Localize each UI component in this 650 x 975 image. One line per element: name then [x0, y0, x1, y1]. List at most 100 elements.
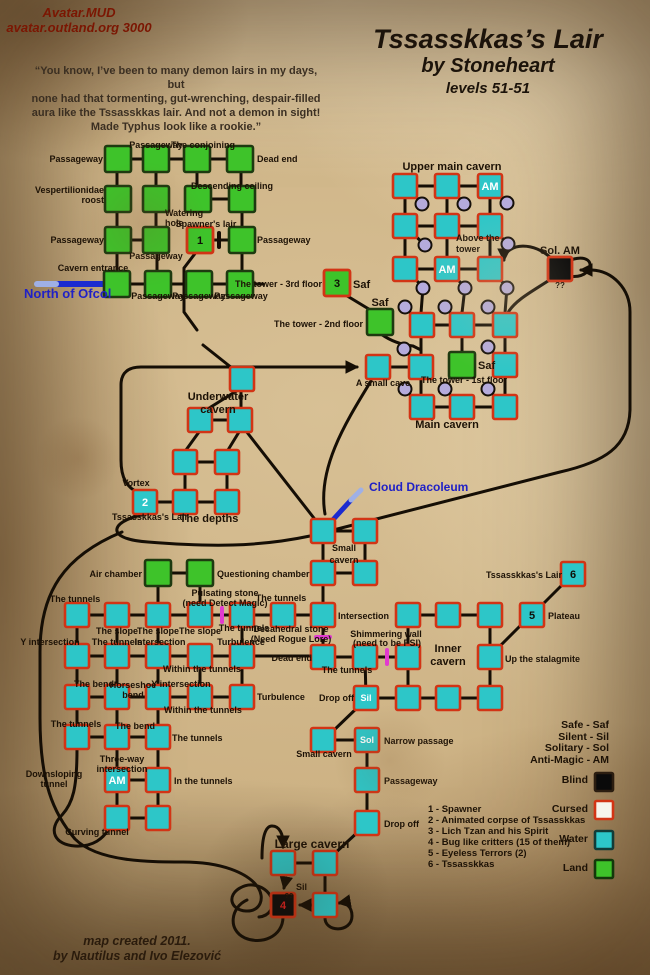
map-title-block: Tssasskkas’s Lair by Stoneheart levels 5… [330, 24, 646, 98]
title-author: by Stoneheart [421, 55, 555, 77]
room-node-water [448, 311, 476, 339]
room-node-land [184, 269, 214, 299]
updown-circle [417, 237, 433, 253]
room-node-water [144, 601, 172, 629]
land-swatch [593, 858, 615, 880]
room-node-blind [269, 891, 297, 919]
map-label: 4 - Bug like critters (15 of them) [428, 837, 570, 848]
one-way-blue-path [348, 487, 364, 503]
room-node-water [559, 560, 587, 588]
quote-line: Made Typhus look like a rookie.” [90, 121, 262, 133]
map-path [182, 282, 199, 332]
room-node-water [171, 488, 199, 516]
map-label: Questioning chamber [217, 569, 310, 579]
map-label: Drop off [319, 693, 355, 703]
map-label: The tower - 2nd floor [274, 319, 363, 329]
map-label: Within the tunnels [163, 664, 241, 674]
map-label: 3 - Lich Tzan and his Spirit [428, 826, 549, 837]
room-node-water [186, 642, 214, 670]
map-label: Upper main cavern [402, 161, 501, 173]
map-label: Watering [165, 208, 203, 218]
room-node-water [309, 559, 337, 587]
map-label: Drop off [384, 819, 420, 829]
room-node-water [171, 448, 199, 476]
room-node-water [476, 601, 504, 629]
map-label: Main cavern [415, 419, 479, 431]
room-node-land [141, 225, 171, 255]
map-label: Turbulence [217, 637, 265, 647]
map-label: Decahedral stone [253, 624, 328, 634]
room-node-land [225, 269, 255, 299]
updown-circle [457, 280, 473, 296]
updown-circle [437, 299, 453, 315]
room-node-water [103, 683, 131, 711]
map-label: Within the tunnels [164, 705, 242, 715]
room-node-water [408, 311, 436, 339]
cursed-swatch [593, 799, 615, 821]
map-label: Vortex [122, 478, 149, 488]
room-node-water [476, 212, 504, 240]
map-label: North of Ofcol [24, 286, 111, 301]
map-label: Vespertilionidae [35, 185, 104, 195]
room-node-water [394, 643, 422, 671]
map-label: Blind [562, 774, 588, 786]
updown-circle [500, 236, 516, 252]
blind-swatch [593, 771, 615, 793]
map-label: cavern [430, 656, 466, 668]
updown-circle [480, 381, 496, 397]
map-label: Dead end [271, 653, 312, 663]
map-label: Cavern entrance [58, 263, 129, 273]
map-label: bend [122, 690, 144, 700]
map-label: Spawner's lair [176, 219, 237, 229]
room-node-water [186, 601, 214, 629]
room-node-water [269, 849, 297, 877]
map-path [497, 244, 554, 263]
room-node-water [491, 393, 519, 421]
map-path [231, 898, 285, 942]
map-label: The slope [96, 626, 138, 636]
room-node-water [434, 684, 462, 712]
room-node-tag: 3 [334, 278, 340, 290]
map-label: Passageway [257, 235, 311, 245]
map-label: Three-way [100, 754, 145, 764]
room-node-land [143, 269, 173, 299]
room-node-water [186, 683, 214, 711]
room-node-water [228, 365, 256, 393]
room-node-blind [546, 255, 574, 283]
map-label: Dead end [257, 154, 298, 164]
map-label: Sol. AM [540, 245, 580, 257]
map-label: The tunnels [256, 593, 307, 603]
map-label: Turbulence [257, 692, 305, 702]
room-node-water [364, 353, 392, 381]
map-label: Anti-Magic - AM [530, 754, 609, 766]
map-label: In the tunnels [174, 776, 233, 786]
map-label: The tunnels [219, 623, 270, 633]
room-node-tag: Sol [360, 735, 374, 745]
updown-circle [499, 195, 515, 211]
map-label: Passageway [49, 154, 103, 164]
room-node-water [226, 406, 254, 434]
brand-line2: avatar.outland.org 3000 [6, 20, 152, 35]
room-node-water [391, 212, 419, 240]
room-node-water [103, 601, 131, 629]
room-node-tag: 1 [197, 235, 203, 247]
room-node-water [144, 683, 172, 711]
map-label: The tower - 1st floor [421, 375, 508, 385]
water-swatch [593, 829, 615, 851]
brand-line1: Avatar.MUD [42, 5, 116, 20]
map-label: The conjoining [171, 140, 235, 150]
room-node-land [365, 307, 395, 337]
room-node-land [182, 144, 212, 174]
map-label: Air chamber [89, 569, 142, 579]
room-node-land [185, 558, 215, 588]
map-label: Intersection [134, 637, 185, 647]
map-label: The tunnels [51, 719, 102, 729]
map-label: Shimmering wall [350, 629, 422, 639]
updown-circle [396, 341, 412, 357]
map-label: intersection [96, 764, 147, 774]
map-label: Passageway [129, 140, 183, 150]
room-node-water [103, 723, 131, 751]
map-label: roost [82, 195, 105, 205]
room-node-water [433, 172, 461, 200]
updown-circle [397, 381, 413, 397]
